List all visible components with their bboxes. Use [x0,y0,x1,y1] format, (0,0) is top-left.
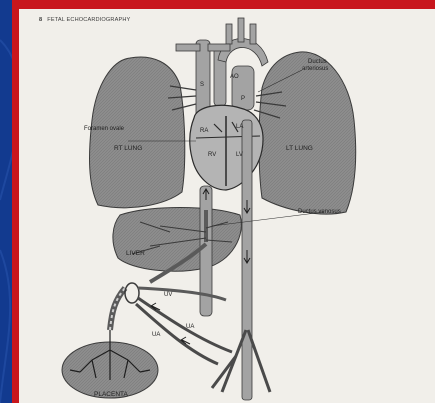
head-vessel-2 [238,18,244,42]
umbilical-vein [138,288,226,300]
head-vessel-1 [226,24,232,44]
label-rt-lung: RT LUNG [114,145,142,152]
aortic-arch [218,39,268,67]
label-s: S [200,82,204,88]
brachiocephalic-vein-2 [208,44,230,51]
label-lt-lung: LT LUNG [286,145,313,152]
label-placenta: PLACENTA [94,391,128,398]
left-lung [259,52,356,214]
fetal-circulation-diagram: Ductus arteriosus Foramen ovale Ductus v… [19,9,435,403]
label-rv: RV [208,152,216,158]
umbilical-cord [110,288,125,330]
label-p: P [241,96,245,102]
label-la: LA [236,124,243,130]
label-ductus-arteriosus-2: arteriosus [302,66,328,72]
label-uv: UV [164,292,172,298]
head-vessel-3 [250,24,256,44]
label-lv: LV [236,152,243,158]
brachiocephalic-vein [176,44,200,51]
label-ductus-venosus: Ductus venosus [298,209,341,215]
label-ua-2: UA [152,332,160,338]
label-liver: LIVER [126,250,145,257]
cord-loop [125,283,139,303]
liver [113,208,241,272]
label-ra: RA [200,128,208,134]
label-ao: AO [230,74,239,80]
label-foramen-ovale: Foramen ovale [84,126,125,132]
label-ductus-arteriosus-1: Ductus [308,59,327,65]
label-ua-1: UA [186,324,194,330]
right-lung [90,57,185,208]
pulmonary-trunk [232,66,254,110]
